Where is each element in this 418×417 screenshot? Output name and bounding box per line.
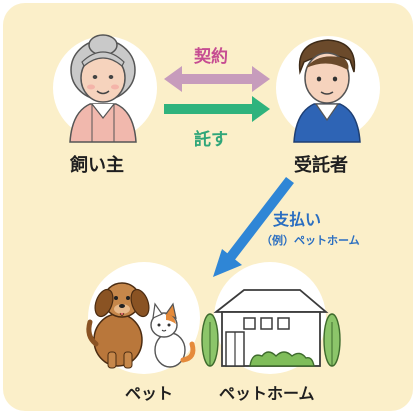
pet-label: ペット — [125, 384, 174, 403]
pet-home-label: ペットホーム — [219, 384, 315, 403]
entrust-label: 託す — [194, 130, 228, 150]
payment-example: （例）ペットホーム — [261, 234, 360, 247]
contract-label: 契約 — [194, 47, 228, 67]
owner-label: 飼い主 — [70, 155, 124, 176]
trustee-label: 受託者 — [294, 155, 348, 176]
payment-label: 支払い — [273, 210, 322, 229]
